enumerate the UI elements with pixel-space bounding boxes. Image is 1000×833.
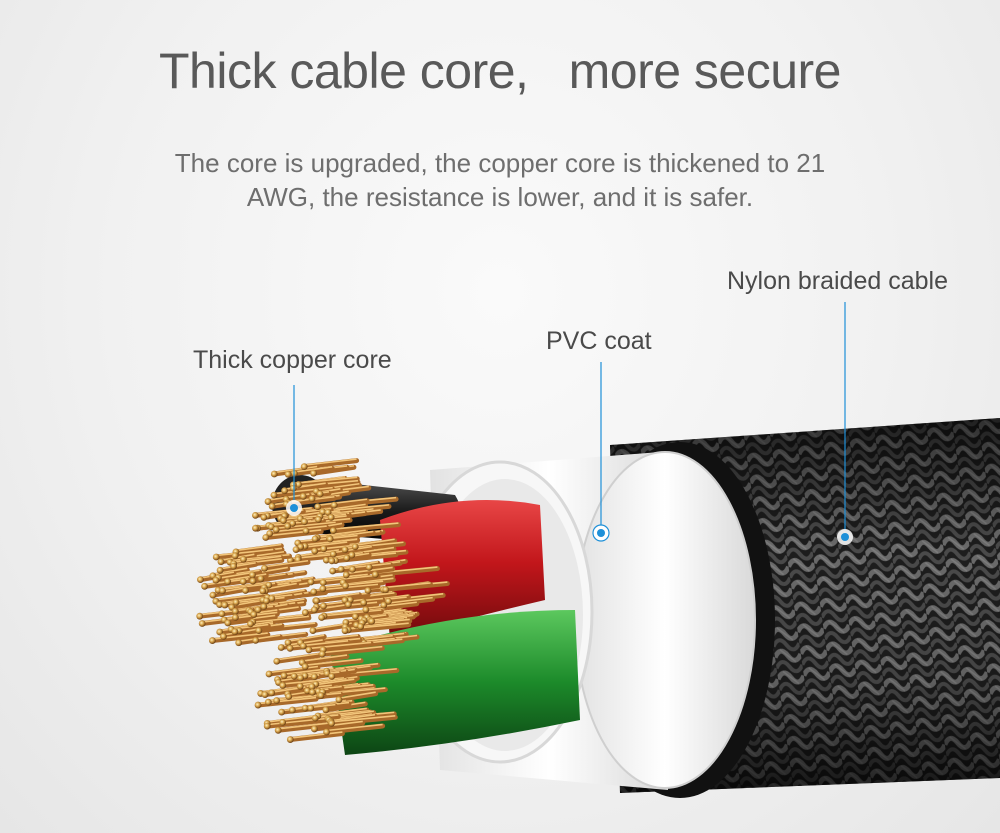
headline: Thick cable core, more secure bbox=[159, 43, 842, 99]
nylon-braid-label: Nylon braided cable bbox=[727, 267, 948, 295]
red-wire bbox=[380, 500, 545, 640]
copper-core-label: Thick copper core bbox=[193, 346, 392, 374]
callout-nylon bbox=[837, 302, 853, 545]
callout-pvc bbox=[592, 362, 610, 542]
callout-copper bbox=[286, 385, 302, 516]
copper-strands bbox=[196, 458, 450, 743]
subtitle: The core is upgraded, the copper core is… bbox=[174, 148, 826, 212]
pvc-coat-label: PVC coat bbox=[546, 327, 652, 355]
